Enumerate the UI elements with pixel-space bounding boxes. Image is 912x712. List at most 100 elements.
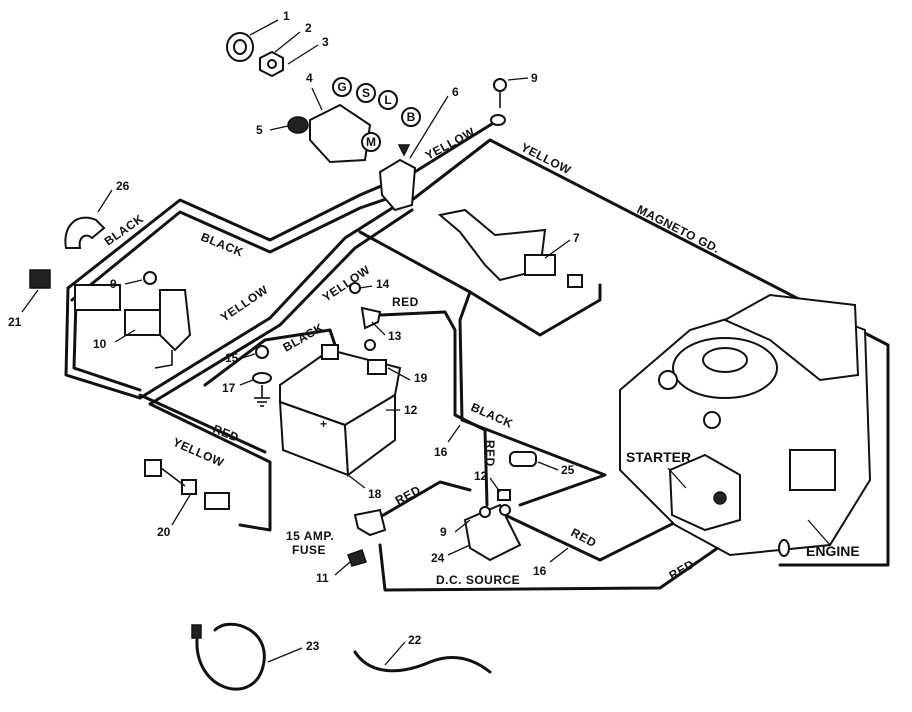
leader-16b <box>549 547 569 563</box>
label-yellow-left: YELLOW <box>218 282 271 324</box>
leader-6 <box>409 95 449 159</box>
bracket-assembly <box>437 208 583 288</box>
harness-left-vertical-inner <box>72 298 142 392</box>
label-engine: ENGINE <box>806 543 860 559</box>
battery-terminal-neg <box>321 344 339 360</box>
leader-3 <box>287 44 319 65</box>
label-black-mid: BLACK <box>199 230 246 260</box>
connector-plug-body <box>378 158 417 212</box>
leader-starter <box>667 467 687 489</box>
red-wire-dc-source <box>378 543 724 592</box>
callout-12-battery: 12 <box>404 403 418 417</box>
harness-lower-loop-inner <box>138 393 267 454</box>
leader-26 <box>97 189 113 213</box>
leader-18 <box>347 474 366 489</box>
leader-2 <box>274 31 301 53</box>
leader-15 <box>241 353 256 359</box>
connector-plug <box>378 144 417 212</box>
callout-26: 26 <box>116 179 130 193</box>
callout-22: 22 <box>408 633 422 647</box>
connector-20-plug <box>144 459 162 477</box>
engine-spark-plug <box>703 411 721 429</box>
leader-22 <box>384 641 406 666</box>
solenoid-terminal-b <box>499 504 511 516</box>
leader-1 <box>249 19 279 36</box>
terminal-m: M <box>366 135 376 149</box>
callout-17: 17 <box>222 381 236 395</box>
callout-25: 25 <box>561 463 575 477</box>
leader-9b <box>124 279 143 285</box>
battery-side <box>343 393 396 477</box>
callout-6: 6 <box>452 85 459 99</box>
callout-10: 10 <box>93 337 107 351</box>
engine-starter-terminal <box>713 491 727 505</box>
leader-7 <box>544 239 571 259</box>
battery-plus-sign: + <box>320 417 327 431</box>
leader-24 <box>447 544 471 556</box>
engine <box>619 293 872 557</box>
label-yellow-lower: YELLOW <box>171 435 226 470</box>
cable-23 <box>195 622 266 691</box>
callout-4: 4 <box>306 71 313 85</box>
ground-screw-head <box>493 78 507 92</box>
leader-10 <box>114 329 136 343</box>
yellow-wire-diagonal <box>138 198 407 400</box>
seat-switch-assembly <box>74 271 192 369</box>
leader-11 <box>334 561 351 576</box>
terminal-s: S <box>362 86 370 100</box>
engine-oil-cap <box>658 370 678 390</box>
leader-9c <box>454 519 471 533</box>
leader-13 <box>371 321 386 336</box>
label-red-vertical: RED <box>483 440 497 467</box>
fuse-clip <box>353 508 387 537</box>
solenoid-bolt <box>497 489 511 501</box>
callout-9-left: 9 <box>110 277 117 291</box>
callout-11: 11 <box>316 571 329 585</box>
leader-engine <box>807 519 831 546</box>
cable-23-end <box>191 624 202 639</box>
switch-key-cylinder <box>287 116 309 134</box>
connector-20 <box>144 459 230 510</box>
terminal-13-boot <box>360 306 382 330</box>
cable-22 <box>353 650 492 674</box>
red-wire-main <box>378 310 489 507</box>
engine-starter-motor <box>668 453 741 532</box>
leader-12b <box>489 477 501 493</box>
fuse-holder <box>347 508 387 567</box>
bracket-relay <box>524 254 556 276</box>
label-starter: STARTER <box>626 449 691 465</box>
seat-switch-screw <box>143 271 157 285</box>
callout-9-top: 9 <box>531 71 538 85</box>
terminal-b-circle <box>401 107 421 127</box>
callout-2: 2 <box>305 21 312 35</box>
callout-1: 1 <box>283 9 290 23</box>
wire-loop-bracket <box>358 230 602 337</box>
battery: + <box>278 344 402 477</box>
harness-lower-loop <box>148 402 272 532</box>
magneto-ground-wire <box>410 138 890 567</box>
solenoid-body <box>463 503 522 562</box>
label-yellow-mid: YELLOW <box>320 262 373 304</box>
label-dc-source: D.C. SOURCE <box>436 573 520 587</box>
switch-terminals: G S L B M <box>332 77 421 152</box>
callout-21: 21 <box>8 315 22 329</box>
callout-3: 3 <box>322 35 329 49</box>
yellow-wire-top <box>403 120 497 180</box>
callout-13: 13 <box>388 329 402 343</box>
connector-20-wire <box>160 467 186 487</box>
terminal-l-circle <box>378 90 398 110</box>
black-wire-left <box>66 178 397 290</box>
callout-9-solenoid: 9 <box>440 525 447 539</box>
connector-21 <box>29 269 51 289</box>
label-magneto: MAGNETO GD. <box>635 202 723 256</box>
terminal-g: G <box>337 80 346 94</box>
callout-15: 15 <box>225 351 239 365</box>
ground-bolt <box>252 345 272 407</box>
battery-ground-wire <box>203 328 337 387</box>
engine-bracket <box>789 449 836 491</box>
ignition-switch-assembly <box>226 32 372 164</box>
callout-16-bottom: 16 <box>533 564 547 578</box>
connector-arrow <box>397 144 411 157</box>
callout-23: 23 <box>306 639 320 653</box>
